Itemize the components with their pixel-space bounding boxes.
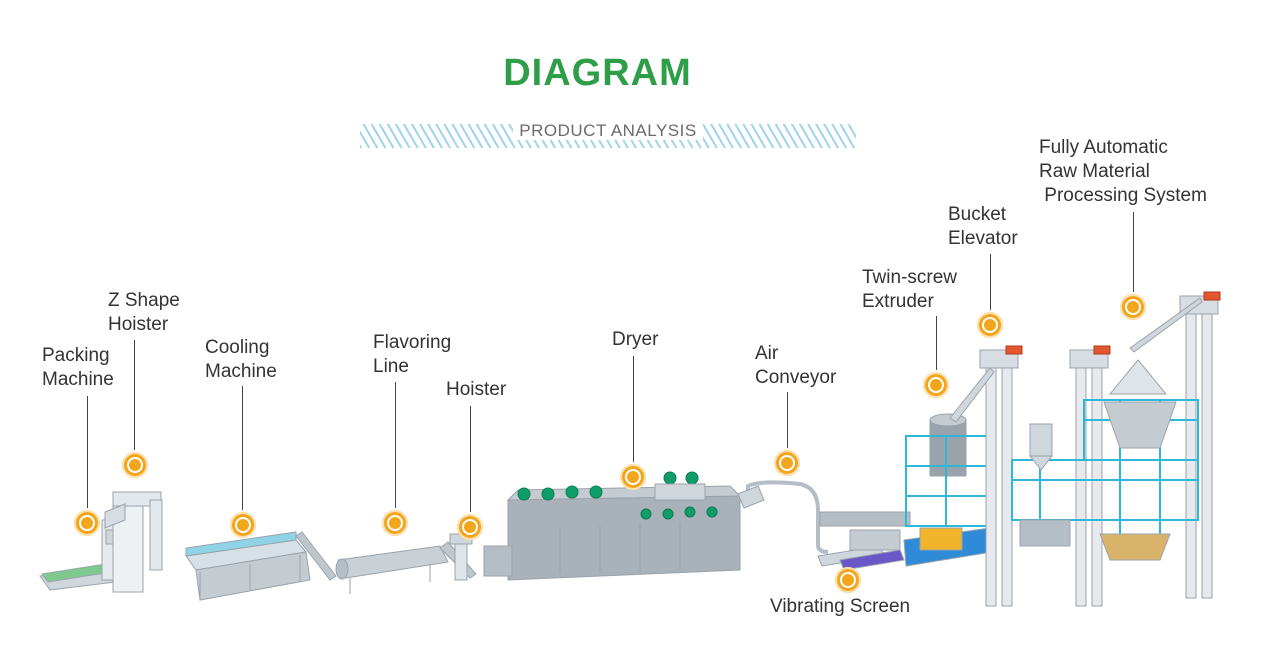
label-cooling-machine: Cooling Machine — [205, 337, 277, 382]
label-air-conveyor: Air Conveyor — [755, 343, 837, 388]
label-twin-screw-extruder: Twin-screw Extruder — [862, 267, 958, 312]
raw-material-frame-drawing — [1011, 399, 1199, 540]
leader-air-conveyor — [787, 392, 788, 448]
marker-raw-material-system[interactable] — [1120, 294, 1146, 320]
leader-flavoring-line — [395, 382, 396, 508]
label-flavoring-line: Flavoring Line — [373, 332, 452, 377]
label-raw-material-system: Fully Automatic Raw Material Processing … — [1039, 137, 1207, 206]
marker-twin-screw-extruder[interactable] — [923, 372, 949, 398]
leader-dryer — [633, 356, 634, 462]
leader-twin-screw-extruder — [936, 316, 937, 370]
marker-z-shape-hoister[interactable] — [122, 452, 148, 478]
air-conveyor-drawing — [746, 480, 829, 554]
marker-dryer[interactable] — [620, 464, 646, 490]
marker-bucket-elevator[interactable] — [977, 312, 1003, 338]
label-dryer: Dryer — [612, 329, 659, 350]
marker-packing-machine[interactable] — [74, 510, 100, 536]
label-bucket-elevator: Bucket Elevator — [948, 204, 1018, 249]
diagram-title: DIAGRAM — [503, 52, 692, 94]
label-packing-machine: Packing Machine — [42, 345, 114, 390]
leader-packing-machine — [87, 396, 88, 508]
label-hoister: Hoister — [446, 379, 507, 400]
leader-hoister — [470, 406, 471, 512]
leader-bucket-elevator — [990, 254, 991, 310]
z-shape-hoister-drawing — [104, 491, 163, 593]
label-z-shape-hoister: Z Shape Hoister — [108, 290, 180, 335]
bucket-elevator-drawing — [979, 291, 1221, 607]
diagram-subtitle: PRODUCT ANALYSIS — [360, 121, 856, 141]
leader-raw-material-system — [1133, 212, 1134, 292]
leader-z-shape-hoister — [134, 340, 135, 450]
dryer-drawing — [483, 471, 742, 581]
leader-cooling-machine — [242, 386, 243, 510]
marker-cooling-machine[interactable] — [230, 512, 256, 538]
cooling-machine-drawing — [185, 531, 337, 601]
subtitle-text: PRODUCT ANALYSIS — [513, 121, 703, 140]
raw-material-equipment-drawing — [1019, 297, 1203, 561]
label-vibrating-screen: Vibrating Screen — [770, 596, 911, 617]
marker-hoister[interactable] — [457, 514, 483, 540]
marker-flavoring-line[interactable] — [382, 510, 408, 536]
marker-vibrating-screen[interactable] — [835, 567, 861, 593]
marker-air-conveyor[interactable] — [774, 450, 800, 476]
